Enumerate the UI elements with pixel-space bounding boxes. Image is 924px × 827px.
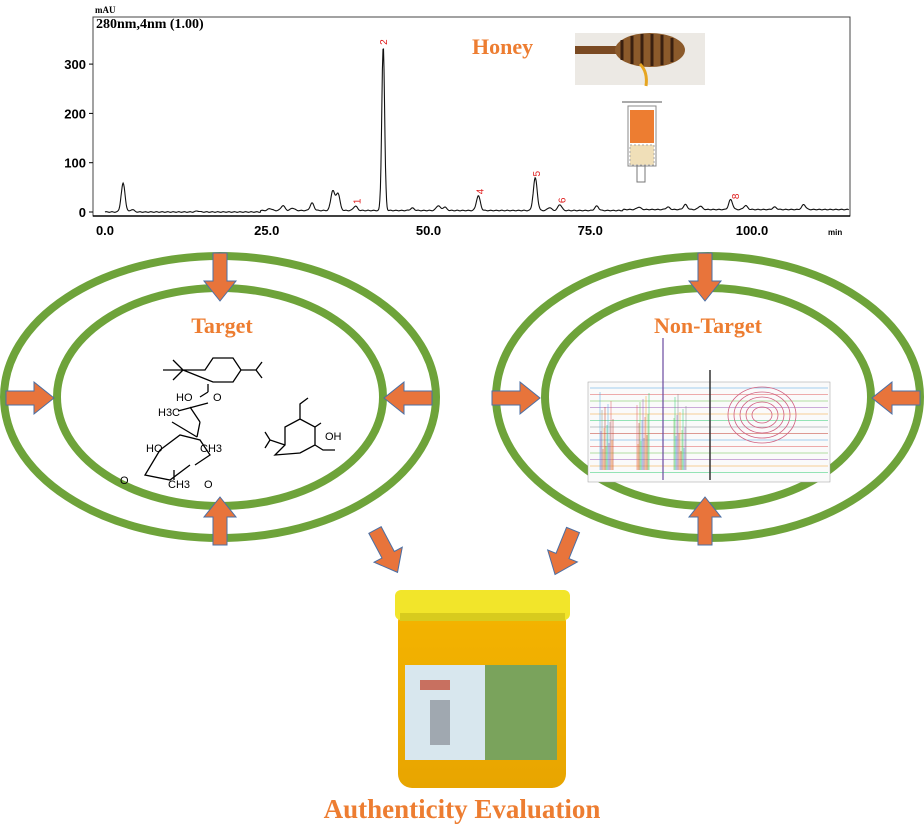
x-axis-label: min <box>828 228 842 237</box>
arrow-diagonal-icon <box>539 523 589 581</box>
chromatogram: mAU 280nm,4nm (1.00) min 0.0 25.0 50.0 75.0… <box>64 5 851 238</box>
honey-jar-image <box>395 590 570 788</box>
chromatogram-trace <box>104 48 850 213</box>
chem-label: CH3 <box>168 479 190 491</box>
chem-label: CH3 <box>200 443 222 455</box>
non-target-spectrum-image <box>587 338 831 483</box>
peak-label: 2 <box>379 39 390 45</box>
x-tick-label: 75.0 <box>578 223 603 238</box>
chem-label: OH <box>325 431 342 443</box>
honey-label: Honey <box>472 34 533 59</box>
arrow-diagonal-icon <box>360 521 413 581</box>
x-tick-label: 50.0 <box>416 223 441 238</box>
y-tick-label: 100 <box>64 156 86 171</box>
chem-label: HO <box>146 443 163 455</box>
chart-title: 280nm,4nm (1.00) <box>96 17 204 32</box>
chem-label: O <box>213 392 222 404</box>
arrow-left-icon <box>383 381 433 415</box>
spe-cartridge-icon <box>622 101 662 183</box>
chem-label: HO <box>176 392 193 404</box>
y-tick-label: 300 <box>64 57 86 72</box>
chem-label: H3C <box>158 407 180 419</box>
honey-dipper-image <box>575 33 705 87</box>
peak-label: 5 <box>532 170 543 176</box>
arrow-right-icon <box>5 381 55 415</box>
y-tick-label: 0 <box>79 205 86 220</box>
target-label: Target <box>191 313 253 338</box>
chem-label: O <box>120 475 129 487</box>
peak-label: 8 <box>731 193 742 199</box>
y-axis-label: mAU <box>95 5 116 15</box>
arrow-left-icon <box>871 381 921 415</box>
peak-label: 4 <box>475 188 486 194</box>
y-tick-label: 200 <box>64 106 86 121</box>
x-tick-label: 25.0 <box>254 223 279 238</box>
x-tick-label: 0.0 <box>96 223 114 238</box>
peak-label: 1 <box>353 198 364 204</box>
arrow-down-icon <box>203 252 237 302</box>
peak-label: 6 <box>558 197 569 203</box>
chem-label: O <box>204 479 213 491</box>
x-tick-label: 100.0 <box>736 223 769 238</box>
authenticity-evaluation-label: Authenticity Evaluation <box>324 794 601 824</box>
non-target-label: Non-Target <box>654 313 763 338</box>
chemical-structures <box>143 357 335 481</box>
